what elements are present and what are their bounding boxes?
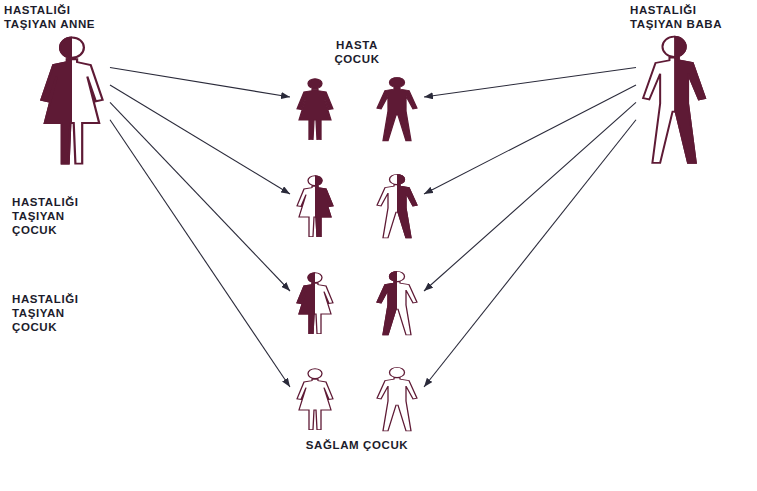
father-figure	[643, 37, 705, 163]
child-figure	[377, 367, 417, 431]
figure-label: HASTALIĞI TAŞIYAN ÇOCUK	[12, 196, 79, 237]
child-figure	[297, 369, 333, 430]
figure-label: HASTA ÇOCUK	[334, 39, 379, 67]
figure-group: HASTA ÇOCUK	[290, 75, 424, 145]
figure-label: HASTALIĞI TAŞIYAN ÇOCUK	[12, 293, 79, 334]
child-figure	[377, 174, 417, 238]
figure-group: SAĞLAM ÇOCUK	[290, 365, 424, 435]
child-figure	[297, 79, 333, 140]
figure-group: HASTALIĞI TAŞIYAN ÇOCUK	[290, 172, 424, 242]
inheritance-arrow	[110, 120, 290, 387]
mother-figure	[41, 37, 102, 163]
figure-group: HASTALIĞI TAŞIYAN ÇOCUK	[290, 269, 424, 339]
child-figure	[297, 273, 333, 334]
figure-label: SAĞLAM ÇOCUK	[306, 439, 408, 453]
inheritance-arrow	[424, 85, 636, 194]
inheritance-arrow	[110, 68, 290, 98]
child-figure	[377, 271, 417, 335]
inheritance-arrow	[110, 102, 290, 291]
inheritance-arrow	[424, 68, 636, 98]
inheritance-arrow	[424, 120, 636, 387]
inheritance-arrow	[424, 102, 636, 291]
inheritance-arrow	[110, 85, 290, 194]
figure-label: HASTALIĞI TAŞIYAN ANNE	[4, 4, 119, 32]
figure-group: HASTALIĞI TAŞIYAN ANNE	[34, 34, 110, 168]
child-figure	[377, 77, 417, 141]
figure-group: HASTALIĞI TAŞIYAN BABA	[636, 34, 712, 168]
figure-label: HASTALIĞI TAŞIYAN BABA	[630, 4, 745, 32]
child-figure	[297, 176, 333, 237]
